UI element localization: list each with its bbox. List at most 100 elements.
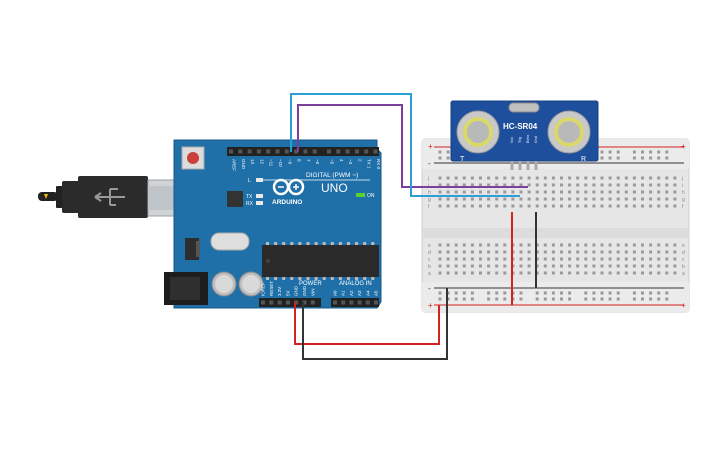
- breadboard-hole[interactable]: [665, 250, 669, 254]
- breadboard-hole[interactable]: [551, 250, 555, 254]
- breadboard-hole[interactable]: [535, 243, 539, 247]
- breadboard-hole[interactable]: [568, 243, 572, 247]
- breadboard-hole[interactable]: [470, 243, 474, 247]
- breadboard-hole[interactable]: [527, 271, 531, 275]
- breadboard-hole[interactable]: [657, 264, 661, 268]
- wire-purple-trig[interactable]: [297, 104, 528, 188]
- power-pin[interactable]: [277, 300, 282, 305]
- breadboard-hole[interactable]: [487, 271, 491, 275]
- rail-hole[interactable]: [649, 291, 653, 295]
- breadboard-hole[interactable]: [600, 204, 604, 208]
- rail-hole[interactable]: [632, 297, 636, 301]
- rail-hole[interactable]: [487, 297, 491, 301]
- breadboard-hole[interactable]: [519, 271, 523, 275]
- breadboard-hole[interactable]: [462, 197, 466, 201]
- breadboard-hole[interactable]: [479, 250, 482, 254]
- rail-hole[interactable]: [462, 291, 466, 295]
- breadboard-hole[interactable]: [584, 176, 588, 180]
- breadboard-hole[interactable]: [535, 190, 539, 194]
- breadboard-hole[interactable]: [503, 197, 507, 201]
- breadboard-hole[interactable]: [592, 204, 596, 208]
- breadboard-hole[interactable]: [487, 197, 491, 201]
- rail-hole[interactable]: [657, 156, 661, 160]
- breadboard-hole[interactable]: [584, 197, 588, 201]
- breadboard-hole[interactable]: [527, 176, 531, 180]
- breadboard-hole[interactable]: [649, 271, 653, 275]
- breadboard-hole[interactable]: [616, 271, 620, 275]
- breadboard-hole[interactable]: [446, 176, 450, 180]
- rail-hole[interactable]: [446, 156, 450, 160]
- rail-hole[interactable]: [503, 291, 507, 295]
- breadboard-hole[interactable]: [503, 190, 507, 194]
- breadboard-hole[interactable]: [438, 183, 442, 187]
- analog-pin[interactable]: [374, 300, 378, 305]
- rail-hole[interactable]: [608, 156, 612, 160]
- digital-pin[interactable]: [336, 149, 341, 154]
- breadboard-hole[interactable]: [535, 204, 539, 208]
- breadboard-hole[interactable]: [487, 190, 491, 194]
- breadboard-hole[interactable]: [616, 183, 620, 187]
- breadboard-hole[interactable]: [462, 190, 466, 194]
- breadboard-hole[interactable]: [503, 176, 507, 180]
- breadboard-hole[interactable]: [503, 271, 507, 275]
- rail-hole[interactable]: [665, 291, 669, 295]
- rail-hole[interactable]: [560, 291, 563, 295]
- breadboard-hole[interactable]: [438, 264, 442, 268]
- breadboard-hole[interactable]: [576, 257, 580, 261]
- rail-hole[interactable]: [560, 297, 563, 301]
- breadboard-hole[interactable]: [454, 264, 458, 268]
- breadboard-hole[interactable]: [616, 257, 620, 261]
- breadboard-hole[interactable]: [600, 257, 604, 261]
- breadboard-hole[interactable]: [519, 264, 523, 268]
- breadboard-hole[interactable]: [592, 190, 596, 194]
- breadboard-hole[interactable]: [608, 190, 612, 194]
- breadboard-hole[interactable]: [657, 176, 661, 180]
- rail-hole[interactable]: [446, 291, 450, 295]
- breadboard-hole[interactable]: [470, 176, 474, 180]
- breadboard-hole[interactable]: [649, 176, 653, 180]
- breadboard-hole[interactable]: [624, 190, 628, 194]
- breadboard-hole[interactable]: [446, 197, 450, 201]
- breadboard-hole[interactable]: [632, 271, 636, 275]
- breadboard-hole[interactable]: [608, 243, 612, 247]
- sensor-pins[interactable]: [510, 161, 538, 170]
- breadboard-hole[interactable]: [495, 204, 499, 208]
- sensor-pin[interactable]: [526, 161, 530, 170]
- breadboard-hole[interactable]: [543, 204, 547, 208]
- breadboard-hole[interactable]: [632, 190, 636, 194]
- breadboard-hole[interactable]: [495, 250, 499, 254]
- breadboard-hole[interactable]: [462, 183, 466, 187]
- rail-hole[interactable]: [438, 150, 442, 154]
- breadboard-hole[interactable]: [608, 204, 612, 208]
- wire-black-gnd[interactable]: [302, 288, 448, 360]
- breadboard-hole[interactable]: [624, 243, 628, 247]
- breadboard-hole[interactable]: [665, 176, 669, 180]
- breadboard-hole[interactable]: [519, 197, 523, 201]
- breadboard-hole[interactable]: [560, 271, 563, 275]
- breadboard-hole[interactable]: [519, 190, 523, 194]
- breadboard-hole[interactable]: [454, 271, 458, 275]
- breadboard-hole[interactable]: [649, 190, 653, 194]
- breadboard-hole[interactable]: [608, 197, 612, 201]
- breadboard-hole[interactable]: [584, 183, 588, 187]
- rail-hole[interactable]: [600, 150, 604, 154]
- rail-hole[interactable]: [608, 150, 612, 154]
- breadboard-hole[interactable]: [673, 250, 677, 254]
- breadboard-hole[interactable]: [470, 264, 474, 268]
- breadboard-hole[interactable]: [673, 197, 677, 201]
- breadboard-hole[interactable]: [568, 257, 572, 261]
- rail-hole[interactable]: [551, 297, 555, 301]
- breadboard-hole[interactable]: [641, 204, 644, 208]
- breadboard-hole[interactable]: [592, 243, 596, 247]
- breadboard-hole[interactable]: [632, 264, 636, 268]
- breadboard-hole[interactable]: [495, 271, 499, 275]
- breadboard-hole[interactable]: [454, 204, 458, 208]
- breadboard-hole[interactable]: [641, 271, 644, 275]
- breadboard-hole[interactable]: [576, 250, 580, 254]
- breadboard-hole[interactable]: [560, 257, 563, 261]
- breadboard-hole[interactable]: [641, 264, 644, 268]
- breadboard-hole[interactable]: [511, 204, 515, 208]
- breadboard-hole[interactable]: [462, 204, 466, 208]
- breadboard-hole[interactable]: [576, 190, 580, 194]
